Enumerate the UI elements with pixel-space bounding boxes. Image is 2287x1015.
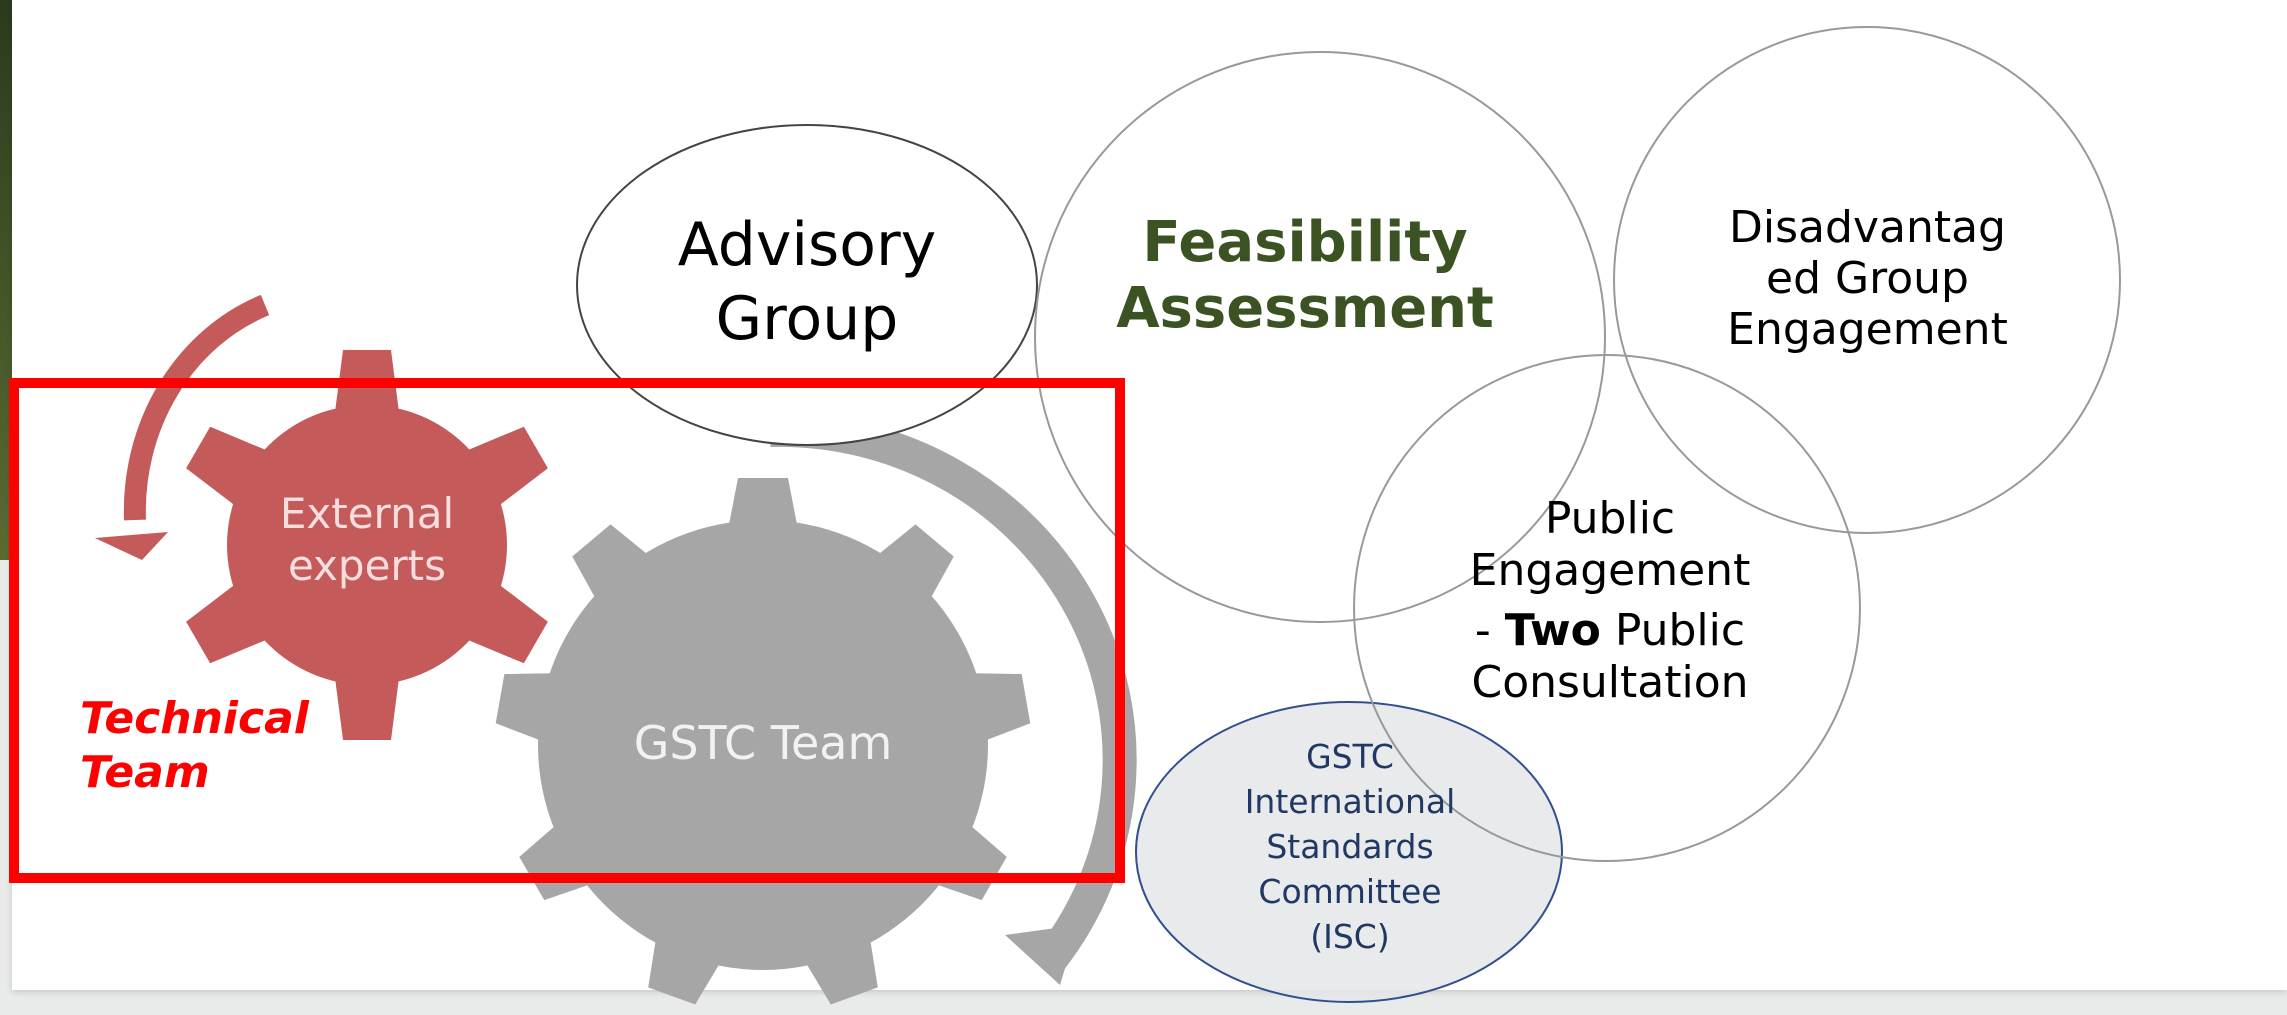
public-line-1: Public — [1544, 493, 1676, 544]
isc-label: GSTC International Standards Committee (… — [1190, 734, 1510, 959]
public-engagement-circle — [1353, 354, 1861, 862]
public-engagement-label: Public Engagement - Two Public Consultat… — [1440, 493, 1780, 709]
isc-line-5: (ISC) — [1310, 917, 1390, 956]
advisory-group-label: Advisory Group — [647, 208, 967, 356]
red-arrow-head — [95, 532, 168, 560]
feasibility-circle — [1034, 51, 1606, 623]
technical-line-1: Technical — [80, 693, 309, 744]
gstc-team-label: GSTC Team — [633, 716, 893, 770]
public-line-2: Engagement — [1469, 545, 1751, 596]
advisory-line-2: Group — [715, 284, 899, 354]
technical-line-2: Team — [80, 747, 210, 798]
external-line-1: External — [279, 489, 455, 538]
isc-line-1: GSTC — [1306, 737, 1394, 776]
feasibility-line-2: Assessment — [1116, 276, 1494, 341]
technical-team-highlight — [9, 378, 1125, 883]
isc-line-2: International — [1244, 782, 1456, 821]
public-line-3-suffix: Public — [1600, 605, 1746, 656]
disadvantaged-line-2: ed Group — [1766, 253, 1969, 304]
isc-line-4: Committee — [1258, 872, 1442, 911]
advisory-group-ellipse — [576, 124, 1038, 446]
external-experts-gear — [186, 350, 548, 740]
feasibility-label: Feasibility Assessment — [1090, 210, 1520, 342]
disadvantaged-line-1: Disadvantag — [1729, 202, 2006, 253]
gstc-team-gear — [495, 478, 1031, 1005]
disadvantaged-line-3: Engagement — [1727, 304, 2008, 355]
public-line-3-bold: Two — [1504, 605, 1601, 656]
grey-cycle-arrow — [769, 412, 1137, 971]
advisory-line-1: Advisory — [677, 210, 937, 280]
grey-arrow-head — [1005, 925, 1078, 985]
isc-line-3: Standards — [1266, 827, 1434, 866]
technical-team-label: Technical Team — [80, 692, 309, 800]
isc-ellipse — [1135, 701, 1563, 1003]
feasibility-line-1: Feasibility — [1142, 210, 1468, 275]
red-cycle-arrow — [123, 294, 270, 521]
public-line-4: Consultation — [1471, 657, 1749, 708]
public-line-3: - Two Public — [1440, 605, 1780, 657]
public-line-3-prefix: - — [1474, 605, 1505, 656]
disadvantaged-label: Disadvantag ed Group Engagement — [1680, 202, 2055, 355]
disadvantaged-circle — [1613, 26, 2121, 534]
external-line-2: experts — [287, 541, 447, 590]
external-experts-label: External experts — [237, 488, 497, 592]
